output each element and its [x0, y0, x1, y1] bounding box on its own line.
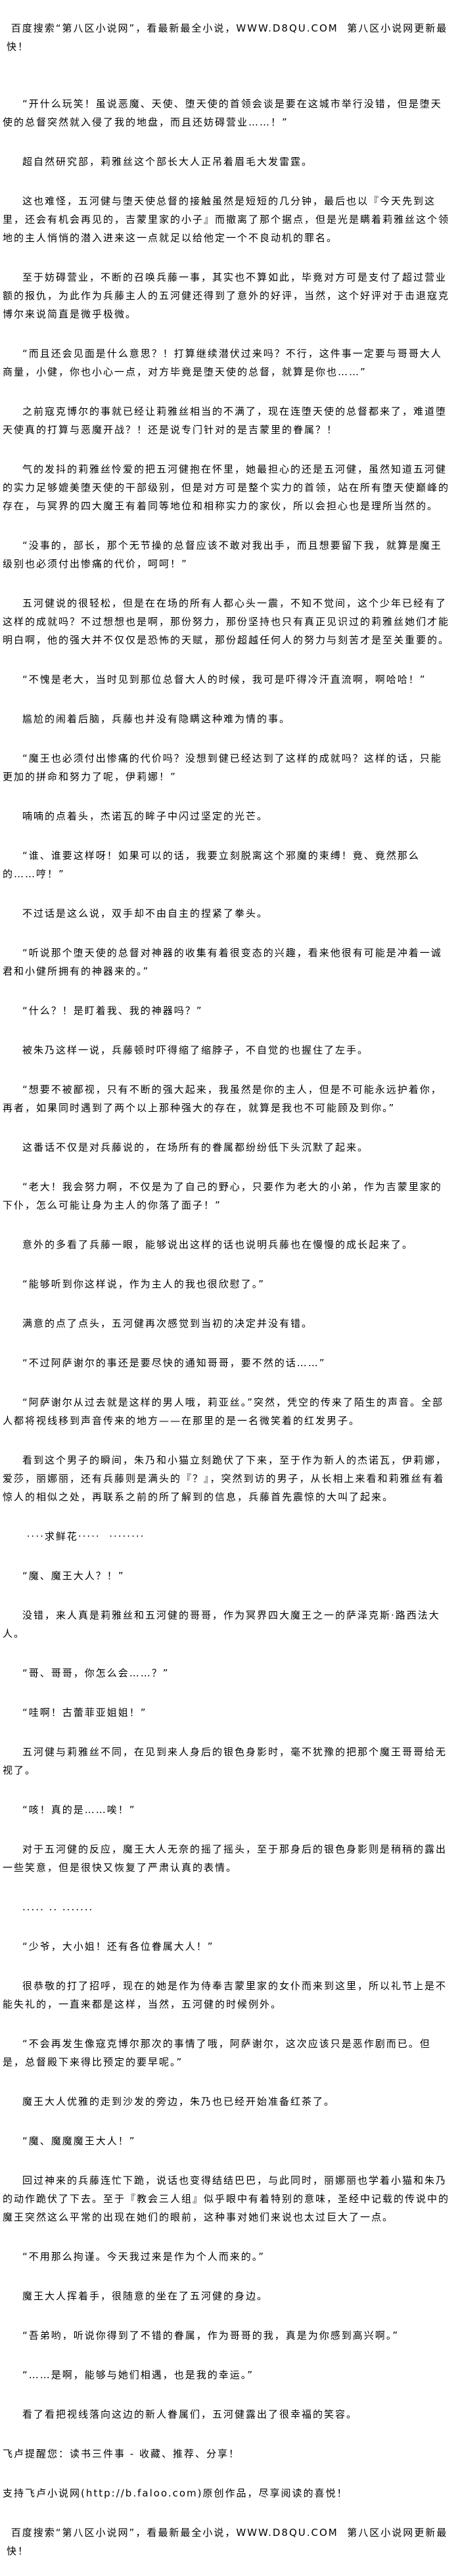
paragraph: 很恭敬的打了招呼，现在的她是作为侍奉吉蒙里家的女仆而来到这里，所以礼节上是不能失… [3, 1980, 448, 2010]
paragraph: “不过阿萨谢尔的事还是要尽快的通知哥哥，要不然的话……” [22, 1357, 326, 1369]
paragraph: “哇啊！古蕾菲亚姐姐！” [22, 1707, 147, 1718]
footer-support: 支持飞卢小说网(http://b.faloo.com)原创作品，尽享阅读的喜悦！ [3, 2487, 348, 2499]
paragraph: 不过话是这么说，双手却不由自主的捏紧了拳头。 [22, 908, 269, 919]
paragraph: “少爷，大小姐！还有各位眷属大人！” [22, 1941, 214, 1952]
paragraph: 看了看把视线落向这边的新人眷属们，五河健露出了很幸福的笑容。 [22, 2408, 358, 2420]
chapter-body: “开什么玩笑！虽说恶魔、天使、堕天使的首领会谈是要在这城市举行没错，但是堕天使的… [3, 95, 452, 2424]
paragraph: “而且还会见面是什么意思？！打算继续潜伏过来吗？不行，这件事一定要与哥哥大人商量… [3, 348, 442, 378]
paragraph: 五河健说的很轻松，但是在在场的所有人都心头一震，不知不觉间，这个少年已经有了这样… [3, 597, 450, 646]
paragraph: 尴尬的闹着后脑，兵藤也并没有隐瞒这种难为情的事。 [22, 713, 291, 725]
paragraph: “没事的，部长，那个无节操的总督应该不敢对我出手，而且想要留下我，就算是魔王级别… [3, 540, 442, 570]
paragraph: 超自然研究部，莉雅丝这个部长大人正吊着眉毛大发雷霆。 [22, 156, 313, 168]
paragraph: “不会再发生像寇克博尔那次的事情了哦，阿萨谢尔，这次应该只是恶作剧而已。但是，总… [3, 2038, 431, 2068]
paragraph: 至于妨碍营业，不断的召唤兵藤一事，其实也不算如此，毕竟对方可是支付了超过营业额的… [3, 271, 450, 320]
paragraph: 五河健与莉雅丝不同，在见到来人身后的银色身影时，毫不犹豫的把那个魔王哥哥给无视了… [3, 1746, 448, 1776]
chapter-page: 百度搜索“第八区小说网”，看最新最全小说，WWW.D8QU.COM 第八区小说网… [3, 22, 452, 2557]
paragraph: 魔王大人优雅的走到沙发的旁边，朱乃也已经开始准备红茶了。 [22, 2096, 336, 2107]
paragraph: 这番话不仅是对兵藤说的，在场所有的眷属都纷纷低下头沉默了起来。 [22, 1141, 369, 1153]
paragraph: 气的发抖的莉雅丝怜爱的把五河健抱在怀里，她最担心的还是五河健，虽然知道五河健的实… [3, 463, 450, 512]
paragraph: 之前寇克博尔的事就已经让莉雅丝相当的不满了，现在连堕天使的总督都来了，难道堕天使… [3, 405, 448, 436]
site-banner-top: 百度搜索“第八区小说网”，看最新最全小说，WWW.D8QU.COM 第八区小说网… [7, 22, 448, 53]
paragraph: 回过神来的兵藤连忙下跪，说话也变得结结巴巴，与此同时，丽娜丽也学着小猫和朱乃的动… [3, 2174, 450, 2223]
paragraph: “不愧是老大，当时见到那位总督大人的时候，我可是吓得冷汗直流啊，啊哈哈！” [22, 674, 426, 685]
paragraph: “能够听到你这样说，作为主人的我也很欣慰了。” [22, 1278, 265, 1290]
paragraph: “魔、魔王大人？！” [22, 1570, 125, 1582]
paragraph: “魔王也必须付出惨痛的代价吗？没想到健已经达到了这样的成就吗？这样的话，只能更加… [3, 752, 442, 783]
paragraph: 看到这个男子的瞬间，朱乃和小猫立刻跪伏了下来，至于作为新人的杰诺瓦，伊莉娜，爱莎… [3, 1454, 448, 1503]
paragraph: 这也难怪，五河健与堕天使总督的接触虽然是短短的几分钟，最后也以『今天先到这里，还… [3, 195, 450, 244]
paragraph: “想要不被鄙视，只有不断的强大起来，我虽然是你的主人，但是不可能永远护着你，再者… [3, 1084, 442, 1114]
paragraph: “咳！真的是……唉！” [22, 1804, 136, 1816]
paragraph: 喃喃的点着头，杰诺瓦的眸子中闪过坚定的光芒。 [22, 810, 269, 822]
paragraph: ····求鲜花····· ········ [22, 1530, 145, 1542]
paragraph: “听说那个堕天使的总督对神器的收集有着很变态的兴趣，看来他很有可能是冲着一诚君和… [3, 947, 442, 977]
paragraph: “老大！我会努力啊，不仅是为了自己的野心，只要作为老大的小弟，作为吉蒙里家的下仆… [3, 1181, 442, 1211]
paragraph: “谁、谁要这样呀！如果可以的话，我要立刻脱离这个邪魔的束缚！竟、竟然那么的……哼… [3, 850, 420, 880]
paragraph: “吾弟哟，听说你得到了不错的眷属，作为哥哥的我，真是为你感到高兴啊。” [22, 2330, 400, 2341]
paragraph: ..... .. ....... [22, 1901, 94, 1913]
paragraph: “什么？！是盯着我、我的神器吗？” [22, 1005, 203, 1017]
paragraph: 意外的多看了兵藤一眼，能够说出这样的话也说明兵藤也在慢慢的成长起来了。 [22, 1239, 414, 1251]
paragraph: 被朱乃这样一说，兵藤顿时吓得缩了缩脖子，不自觉的也握住了左手。 [22, 1044, 369, 1056]
footer-reminder: 飞卢提醒您：读书三件事 - 收藏、推荐、分享！ [3, 2448, 240, 2460]
paragraph: 对于五河健的反应，魔王大人无奈的摇了摇头，至于那身后的银色身影则是稍稍的露出一些… [3, 1843, 448, 1874]
paragraph: 魔王大人挥着手，很随意的坐在了五河健的身边。 [22, 2290, 269, 2302]
paragraph: “不用那么拘谨。今天我过来是作为个人而来的。” [22, 2251, 265, 2263]
paragraph: “……是啊，能够与她们相遇，也是我的幸运。” [22, 2369, 254, 2381]
paragraph: 满意的点了点头，五河健再次感觉到当初的决定并没有错。 [22, 1318, 313, 1329]
paragraph: 没错，来人真是莉雅丝和五河健的哥哥，作为冥界四大魔王之一的萨泽克斯·路西法大人。 [3, 1609, 440, 1640]
paragraph: “阿萨谢尔从过去就是这样的男人哦，莉亚丝。”突然，凭空的传来了陌生的声音。全部人… [3, 1396, 444, 1427]
paragraph: “哥、哥哥，你怎么会……？” [22, 1667, 170, 1679]
paragraph: “开什么玩笑！虽说恶魔、天使、堕天使的首领会谈是要在这城市举行没错，但是堕天使的… [3, 98, 442, 128]
site-banner-bottom: 百度搜索“第八区小说网”，看最新最全小说，WWW.D8QU.COM 第八区小说网… [7, 2527, 448, 2557]
paragraph: “魔、魔魔魔王大人！” [22, 2135, 136, 2147]
